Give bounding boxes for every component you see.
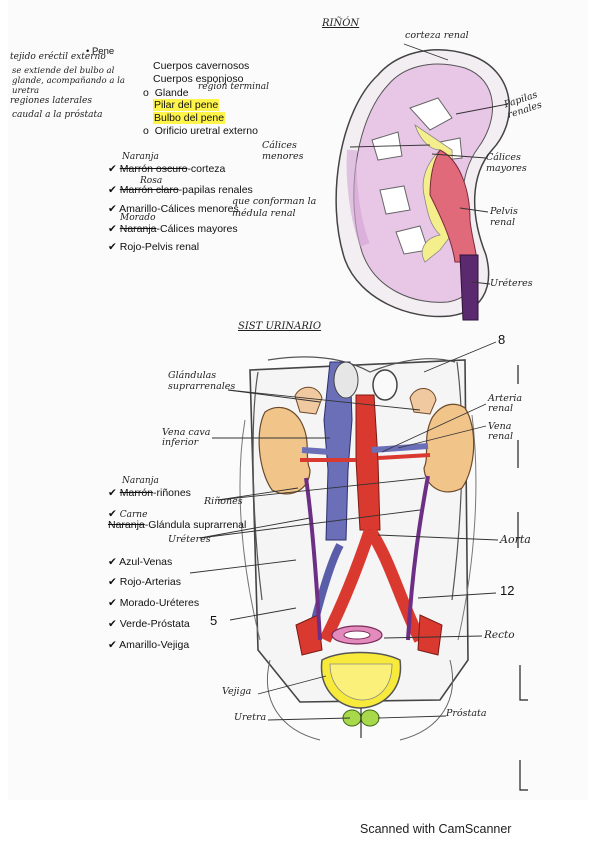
- label-calices-menores: Cálices menores: [262, 140, 304, 162]
- pene-item-6: o Orificio uretral externo: [143, 125, 258, 137]
- number-8: 8: [498, 332, 506, 347]
- pene-note-laterales: regiones laterales: [10, 96, 92, 106]
- kidney-key-row-5: ✔ Rojo-Pelvis renal: [108, 241, 200, 253]
- label-vena-cava: Vena cava inferior: [162, 427, 211, 448]
- kidney-key-row-1: ✔ Marrón oscuro-corteza: [108, 163, 226, 175]
- label-uretra: Uretra: [234, 712, 267, 723]
- kidney-key-row-3: ✔ Amarillo-Cálices menores: [108, 203, 239, 215]
- label-ureteres-kidney: Uréteres: [490, 278, 533, 289]
- urinary-key-row-5: ✔ Morado-Uréteres: [108, 597, 200, 609]
- number-12: 12: [500, 583, 515, 598]
- urinary-key-row-7: ✔ Amarillo-Vejiga: [108, 639, 190, 651]
- pene-note-caudal: caudal a la próstata: [12, 110, 103, 120]
- label-ureteres: Uréteres: [168, 534, 211, 545]
- urinary-leader-lines: [189, 341, 499, 721]
- number-5: 5: [210, 613, 218, 628]
- urinary-key-row-2: Naranja-Glándula suprarrenal: [108, 519, 247, 531]
- label-calices-mayores: Cálices mayores: [486, 152, 527, 174]
- pene-note-extiende: se extiende del bulbo al glande, acompañ…: [12, 66, 125, 96]
- urinary-key-row-1: ✔ Marrón-riñones: [108, 487, 191, 499]
- label-pelvis-renal: Pelvis renal: [490, 206, 518, 228]
- label-aorta: Aorta: [500, 533, 531, 546]
- urinary-key-row-2-check: ✔ Carne: [108, 508, 148, 520]
- kidney-key-row-2: ✔ Marrón claro-papilas renales: [108, 184, 253, 196]
- pene-item-3: o Glande: [143, 87, 189, 99]
- kidney-key-note-1: Naranja: [122, 152, 159, 162]
- pene-item-5: Bulbo del pene: [153, 112, 226, 124]
- kidney-key-row-4: ✔ Naranja-Cálices mayores: [108, 223, 238, 235]
- label-rinones: Riñones: [204, 496, 243, 507]
- pene-item-2: Cuerpos esponjoso: [153, 73, 244, 85]
- label-corteza-renal: corteza renal: [405, 30, 469, 41]
- label-recto: Recto: [484, 629, 515, 641]
- urinary-key-row-3: ✔ Azul-Venas: [108, 556, 173, 568]
- urinary-drawing: [239, 356, 477, 741]
- kidney-title: RIÑÓN: [322, 18, 360, 29]
- urinary-title: SIST URINARIO: [238, 321, 322, 332]
- scan-footer: Scanned with CamScanner: [360, 822, 512, 836]
- kidney-key-note-2: Rosa: [140, 176, 163, 186]
- kidney-key-note-4: Morado: [120, 213, 156, 223]
- label-prostata: Próstata: [446, 708, 487, 719]
- label-vejiga: Vejiga: [222, 686, 252, 697]
- kidney-leader-lines: [349, 43, 509, 285]
- urinary-key-note-1: Naranja: [122, 476, 159, 486]
- pene-header: • Pene: [86, 46, 115, 57]
- kidney-key-side-note: que conforman la médula renal: [232, 196, 317, 219]
- kidney-drawing: [335, 49, 511, 321]
- urinary-key-row-4: ✔ Rojo-Arterias: [108, 576, 182, 588]
- label-glandulas: Glándulas suprarrenales: [168, 370, 236, 392]
- label-vena-renal: Vena renal: [488, 421, 513, 442]
- pene-note-tejido: tejido eréctil externo: [10, 52, 106, 62]
- pene-item-4: Pilar del pene: [153, 99, 220, 111]
- pene-note-region-terminal: región terminal: [198, 82, 270, 92]
- label-arteria-renal: Arteria renal: [488, 393, 523, 414]
- margin-brackets: [517, 365, 528, 791]
- pene-item-1: Cuerpos cavernosos: [153, 60, 250, 72]
- urinary-key-row-6: ✔ Verde-Próstata: [108, 618, 190, 630]
